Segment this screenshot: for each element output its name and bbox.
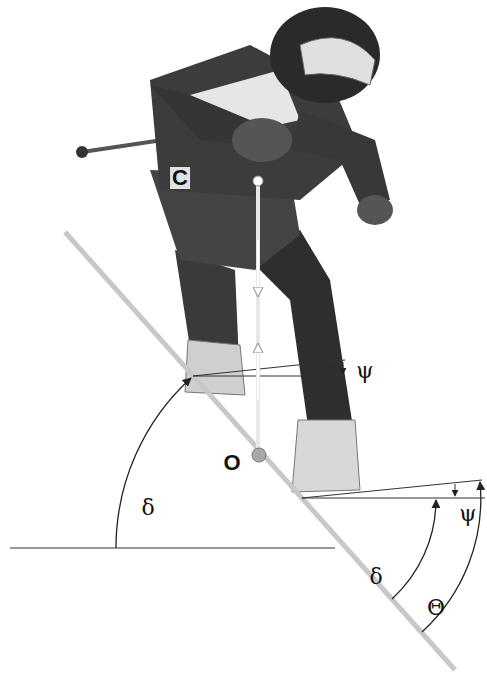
- angle-label: δ: [369, 566, 382, 588]
- angle-arc: [116, 378, 191, 548]
- force-arrow: [257, 344, 259, 400]
- angle-label: Θ: [427, 597, 445, 619]
- force-arrow: [257, 240, 259, 296]
- angle-arc: [392, 500, 436, 599]
- reference-line: [302, 498, 485, 499]
- angle-arc: [422, 482, 481, 632]
- horizontal-line: [10, 548, 335, 549]
- ski-line: [302, 480, 482, 498]
- contact-point-dot: [252, 448, 266, 462]
- center-mass-dot: [253, 176, 263, 186]
- angle-tick: [343, 362, 344, 374]
- force-line: [256, 182, 260, 452]
- angle-label: ψ: [459, 503, 476, 525]
- point-label: C: [170, 167, 190, 189]
- ski-line: [193, 360, 345, 376]
- angle-label: δ: [141, 497, 154, 519]
- angle-tick: [455, 484, 456, 496]
- angle-label: ψ: [356, 360, 373, 382]
- point-label: O: [221, 452, 242, 474]
- reference-line: [193, 376, 345, 377]
